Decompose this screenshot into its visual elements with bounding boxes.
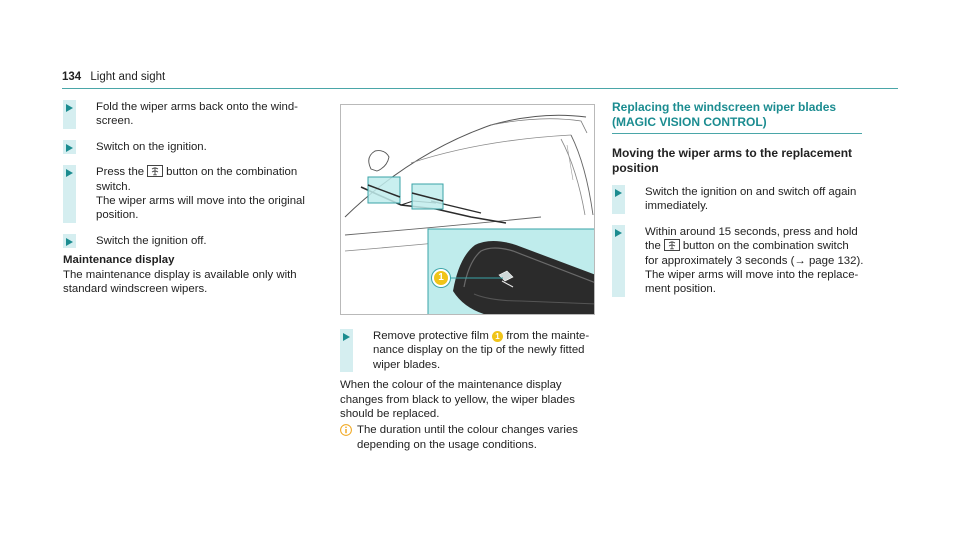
info-note: The duration until the colour changes va… [340,423,595,452]
step-text: Switch on the ignition. [96,140,207,153]
info-note-text: The duration until the colour changes va… [357,424,578,451]
step-text: Remove protective film 1 from the mainte… [373,329,595,372]
wiper-button-icon [663,239,680,252]
step-text: Switch the ignition on and switch off ag… [645,186,857,213]
page-number: 134 [62,71,82,83]
triangle-bullet-icon [66,169,73,178]
header-rule [62,88,898,89]
step-text: Fold the wiper arms back onto the wind- … [96,101,298,128]
column-middle: 1 Remove protective film 1 from the main… [340,100,595,452]
step-ignition-off: Switch the ignition off. [63,233,318,249]
triangle-bullet-icon [66,237,73,246]
column-right: Replacing the windscreen wiper blades (M… [612,100,864,308]
step-text-post: from the mainte- nance display on the ti… [373,330,590,371]
step-text-pre: Remove protective film [373,330,489,342]
page-header: 134 Light and sight [62,70,165,84]
step-fold-wiper-arms: Fold the wiper arms back onto the wind- … [63,100,318,129]
bullet-bar [63,165,76,223]
bullet-bar [612,224,625,297]
sub-title: Moving the wiper arms to the replacement… [612,146,853,175]
triangle-bullet-icon [615,189,622,197]
step-text: Within around 15 seconds, press and hold… [645,225,864,297]
triangle-bullet-icon [66,143,73,152]
section-title: Replacing the windscreen wiper blades (M… [612,100,837,129]
triangle-bullet-icon [343,333,350,341]
wiper-figure: 1 [340,104,595,315]
column-left: Fold the wiper arms back onto the wind- … [63,100,318,296]
step-text-pre: Within around 15 seconds, press and hold… [645,225,858,253]
step-text: Switch the ignition off. [96,234,207,247]
maintenance-display-text: The maintenance display is available onl… [63,268,297,296]
inline-callout-badge: 1 [492,331,504,342]
figure-callout-number: 1 [438,272,444,283]
colour-change-text: When the colour of the maintenance displ… [340,379,575,421]
step-press-and-hold: Within around 15 seconds, press and hold… [612,224,864,297]
inline-callout-number: 1 [495,332,500,341]
section-rule [612,133,862,134]
info-icon [340,424,352,437]
chapter-title: Light and sight [90,71,166,83]
maintenance-display-heading: Maintenance display [63,254,175,267]
step-text-post: button on the combination switch for app… [645,240,864,296]
figure-callout-badge: 1 [432,269,450,287]
step-text-post: button on the combination switch. The wi… [96,166,305,222]
step-ignition-on: Switch on the ignition. [63,139,318,155]
triangle-bullet-icon [66,104,73,112]
wiper-illustration [344,114,594,314]
triangle-bullet-icon [615,228,622,237]
step-switch-ignition-on-off: Switch the ignition on and switch off ag… [612,185,864,214]
step-remove-film: Remove protective film 1 from the mainte… [340,329,595,373]
wiper-button-icon [147,165,164,178]
step-text-pre: Press the [96,166,145,179]
